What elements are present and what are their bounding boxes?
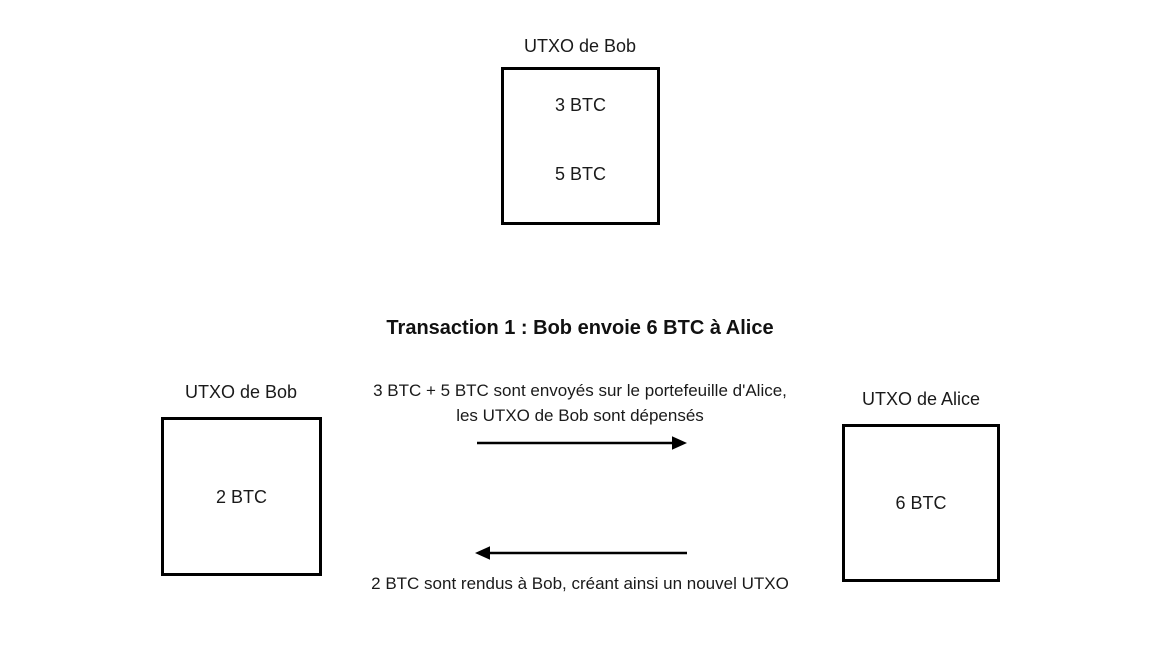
top-utxo-value-2: 5 BTC xyxy=(554,164,606,184)
bottom-right-utxo-box: 6 BTC xyxy=(842,424,1000,582)
transaction-title: Transaction 1 : Bob envoie 6 BTC à Alice xyxy=(386,317,774,339)
top-utxo-box: 3 BTC 5 BTC xyxy=(501,67,660,225)
top-utxo-label: UTXO de Bob xyxy=(523,36,637,56)
arrow-left-icon xyxy=(475,546,687,560)
bottom-left-utxo-value: 2 BTC xyxy=(215,486,267,507)
bottom-right-utxo-label: UTXO de Alice xyxy=(861,389,981,409)
arrow-right-icon xyxy=(477,436,687,450)
top-utxo-value-1: 3 BTC xyxy=(554,95,606,115)
bottom-left-utxo-label: UTXO de Bob xyxy=(184,382,298,402)
arrow-right-caption: 3 BTC + 5 BTC sont envoyés sur le portef… xyxy=(373,381,787,425)
bottom-right-utxo-value: 6 BTC xyxy=(895,493,947,513)
bottom-left-utxo-box: 2 BTC xyxy=(161,417,322,576)
arrow-left-caption: 2 BTC sont rendus à Bob, créant ainsi un… xyxy=(371,574,789,593)
